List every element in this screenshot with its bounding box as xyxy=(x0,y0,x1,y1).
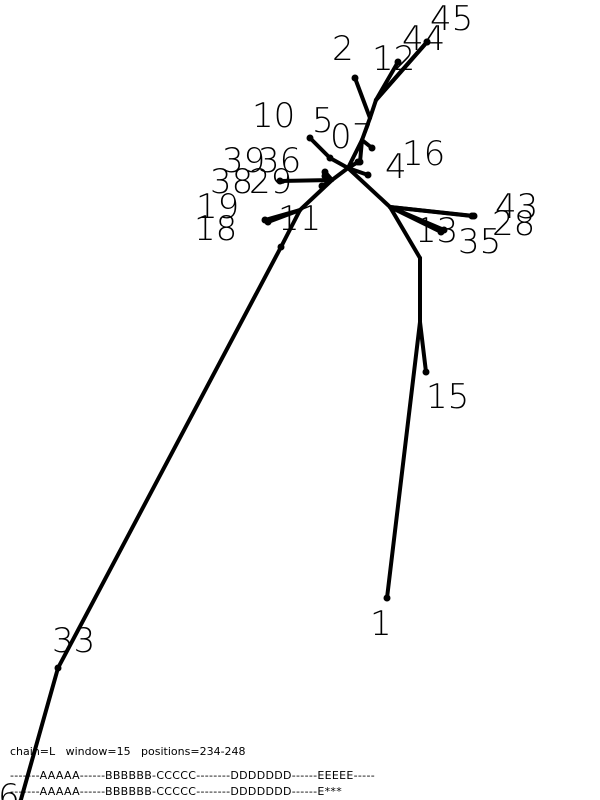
tree-edge xyxy=(56,245,283,670)
node-label-12: 12 xyxy=(372,39,415,79)
tree-edge xyxy=(308,136,332,160)
node-label-1: 1 xyxy=(370,604,392,644)
node-label-35: 35 xyxy=(458,222,501,262)
tree-node-28 xyxy=(468,212,476,220)
node-label-39: 39 xyxy=(222,141,265,181)
tree-node-1 xyxy=(383,594,391,602)
tree-node-39 xyxy=(321,172,329,180)
tree-node-2 xyxy=(351,74,359,82)
tree-edge xyxy=(374,40,429,102)
node-label-18: 18 xyxy=(194,209,237,249)
tree-edge xyxy=(360,116,372,142)
tree-edge xyxy=(346,166,392,209)
node-label-15: 15 xyxy=(426,377,469,417)
tree-edge xyxy=(18,666,60,800)
tree-node-16 xyxy=(354,158,362,166)
node-label-6: 6 xyxy=(0,777,20,800)
tree-node-44 xyxy=(423,38,431,46)
tree-edge xyxy=(358,138,364,164)
tree-node-10 xyxy=(306,134,314,142)
tree-node-15 xyxy=(422,368,430,376)
tree-edge xyxy=(374,60,400,102)
node-label-43: 43 xyxy=(495,187,538,227)
tree-edge xyxy=(278,178,334,183)
tree-node-35 xyxy=(440,226,448,234)
node-label-7: 7 xyxy=(352,117,374,157)
tree-edge xyxy=(279,208,302,249)
node-label-29: 29 xyxy=(249,162,292,202)
tree-node-5 xyxy=(326,154,334,162)
node-label-2: 2 xyxy=(332,29,354,69)
node-label-0: 0 xyxy=(330,117,352,157)
tree-edge xyxy=(385,320,422,600)
node-label-33: 33 xyxy=(52,621,95,661)
tree-node-0 xyxy=(368,144,376,152)
node-label-38: 38 xyxy=(210,162,253,202)
tree-node-12 xyxy=(394,58,402,66)
tree-edge xyxy=(388,205,446,232)
sequence-line-2: -------AAAAA------BBBBBB-CCCCC--------DD… xyxy=(10,785,343,798)
tree-edge xyxy=(353,76,372,120)
tree-edge xyxy=(266,208,302,224)
tree-edge xyxy=(388,205,474,218)
node-label-44: 44 xyxy=(402,19,445,59)
node-label-11: 11 xyxy=(278,199,321,239)
tree-edge xyxy=(298,178,334,212)
info-line: chain=L window=15 positions=234-248 xyxy=(10,745,246,758)
tree-edge xyxy=(388,205,422,260)
tree-edge xyxy=(330,166,350,182)
tree-node-38 xyxy=(276,177,284,185)
sequence-line-1: -------AAAAA------BBBBBB-CCCCC--------DD… xyxy=(10,769,375,782)
tree-node-29 xyxy=(318,182,326,190)
node-label-28: 28 xyxy=(492,204,535,244)
node-label-36: 36 xyxy=(258,141,301,181)
tree-node-33 xyxy=(54,664,62,672)
tree-node-4 xyxy=(364,171,372,179)
node-label-4: 4 xyxy=(385,147,407,187)
node-label-13: 13 xyxy=(415,211,458,251)
node-label-45: 45 xyxy=(430,0,473,39)
node-label-19: 19 xyxy=(196,187,239,227)
node-label-10: 10 xyxy=(252,96,295,136)
tree-node-18 xyxy=(264,218,272,226)
node-label-5: 5 xyxy=(312,101,334,141)
tree-node-11 xyxy=(277,243,285,251)
node-label-16: 16 xyxy=(402,134,445,174)
